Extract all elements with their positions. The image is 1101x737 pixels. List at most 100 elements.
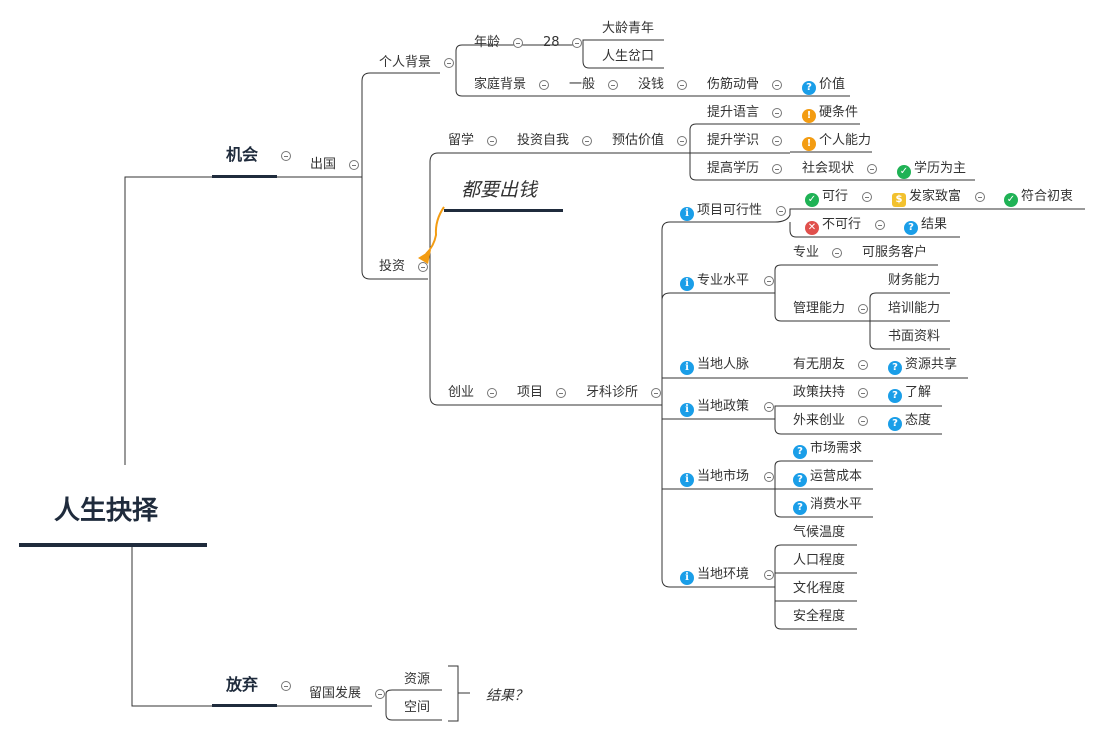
collapse-toggle[interactable] [556,388,566,398]
node-local-market-label: 当地市场 [697,469,750,484]
node-startup[interactable]: 创业 [448,385,475,400]
node-age-value[interactable]: 28 [543,35,560,50]
collapse-toggle[interactable] [651,388,661,398]
node-degree-first[interactable]: ✓学历为主 [897,161,966,179]
collapse-toggle[interactable] [975,192,985,202]
collapse-toggle[interactable] [572,38,582,48]
node-financial-ability[interactable]: 财务能力 [888,273,941,288]
node-training-ability[interactable]: 培训能力 [888,301,941,316]
collapse-toggle[interactable] [776,206,786,216]
node-improve-knowledge[interactable]: 提升学识 [707,133,760,148]
collapse-toggle[interactable] [862,192,872,202]
node-stay-home[interactable]: 留国发展 [309,686,362,701]
node-matches-intent[interactable]: ✓符合初衷 [1004,189,1073,207]
node-estimate-value[interactable]: 预估价值 [612,133,665,148]
node-improve-language[interactable]: 提升语言 [707,105,760,120]
collapse-toggle[interactable] [772,136,782,146]
node-written-materials[interactable]: 书面资料 [888,329,941,344]
collapse-toggle[interactable] [867,164,877,174]
node-age[interactable]: 年龄 [474,35,501,50]
collapse-toggle[interactable] [375,689,385,699]
collapse-toggle[interactable] [677,136,687,146]
collapse-toggle[interactable] [764,570,774,580]
summary-result[interactable]: 结果？ [486,688,528,704]
node-personal-background[interactable]: 个人背景 [379,55,432,70]
collapse-toggle[interactable] [764,402,774,412]
node-average[interactable]: 一般 [569,77,596,92]
node-older-youth[interactable]: 大龄青年 [602,21,655,36]
node-culture[interactable]: 文化程度 [793,581,846,596]
node-management-ability[interactable]: 管理能力 [793,301,846,316]
node-professional[interactable]: 专业 [793,245,820,260]
node-get-rich[interactable]: $发家致富 [892,189,961,207]
node-social-reality[interactable]: 社会现状 [802,161,855,176]
node-serve-clients[interactable]: 可服务客户 [862,245,928,260]
node-dental-clinic[interactable]: 牙科诊所 [586,385,639,400]
topic-give-up[interactable]: 放弃 [226,675,259,694]
node-family-background[interactable]: 家庭背景 [474,77,527,92]
floating-note-need-money[interactable]: 都要出钱 [461,179,538,201]
node-climate[interactable]: 气候温度 [793,525,846,540]
topic-opportunity[interactable]: 机会 [226,145,259,164]
collapse-toggle[interactable] [349,160,359,170]
node-feasible[interactable]: ✓可行 [805,189,848,207]
root-topic[interactable]: 人生抉择 [54,496,159,526]
collapse-toggle[interactable] [513,38,523,48]
collapse-toggle[interactable] [487,136,497,146]
node-market-demand[interactable]: ?市场需求 [793,441,862,459]
collapse-toggle[interactable] [281,151,291,161]
node-have-friends[interactable]: 有无朋友 [793,357,846,372]
collapse-toggle[interactable] [608,80,618,90]
node-improve-degree[interactable]: 提高学历 [707,161,760,176]
collapse-toggle[interactable] [858,388,868,398]
node-population[interactable]: 人口程度 [793,553,846,568]
collapse-toggle[interactable] [418,262,428,272]
node-safety[interactable]: 安全程度 [793,609,846,624]
node-operating-cost[interactable]: ?运营成本 [793,469,862,487]
node-personal-ability[interactable]: !个人能力 [802,133,871,151]
node-attitude[interactable]: ?态度 [888,413,931,431]
collapse-toggle[interactable] [772,164,782,174]
node-major-upheaval[interactable]: 伤筋动骨 [707,77,760,92]
node-project[interactable]: 项目 [517,385,544,400]
collapse-toggle[interactable] [858,304,868,314]
node-resource-sharing[interactable]: ?资源共享 [888,357,957,375]
collapse-toggle[interactable] [582,136,592,146]
node-study-abroad[interactable]: 留学 [448,133,475,148]
collapse-toggle[interactable] [832,248,842,258]
collapse-toggle[interactable] [444,58,454,68]
info-icon: i [680,207,694,221]
node-hard-requirement[interactable]: !硬条件 [802,105,858,123]
node-value[interactable]: ?价值 [802,77,845,95]
collapse-toggle[interactable] [281,681,291,691]
collapse-toggle[interactable] [858,360,868,370]
node-life-crossroad[interactable]: 人生岔口 [602,49,655,64]
collapse-toggle[interactable] [875,220,885,230]
collapse-toggle[interactable] [539,80,549,90]
node-invest-self[interactable]: 投资自我 [517,133,570,148]
node-foreign-startup[interactable]: 外来创业 [793,413,846,428]
node-not-feasible[interactable]: ✕不可行 [805,217,861,235]
node-no-money[interactable]: 没钱 [638,77,665,92]
node-consumption-level[interactable]: ?消费水平 [793,497,862,515]
node-policy-support[interactable]: 政策扶持 [793,385,846,400]
collapse-toggle[interactable] [858,416,868,426]
collapse-toggle[interactable] [772,80,782,90]
node-result[interactable]: ?结果 [904,217,947,235]
collapse-toggle[interactable] [764,472,774,482]
node-invest[interactable]: 投资 [379,259,406,274]
node-abroad[interactable]: 出国 [310,157,337,172]
node-understand[interactable]: ?了解 [888,385,931,403]
node-resources[interactable]: 资源 [404,672,431,687]
node-space[interactable]: 空间 [404,700,431,715]
collapse-toggle[interactable] [677,80,687,90]
collapse-toggle[interactable] [772,108,782,118]
collapse-toggle[interactable] [764,276,774,286]
collapse-toggle[interactable] [487,388,497,398]
